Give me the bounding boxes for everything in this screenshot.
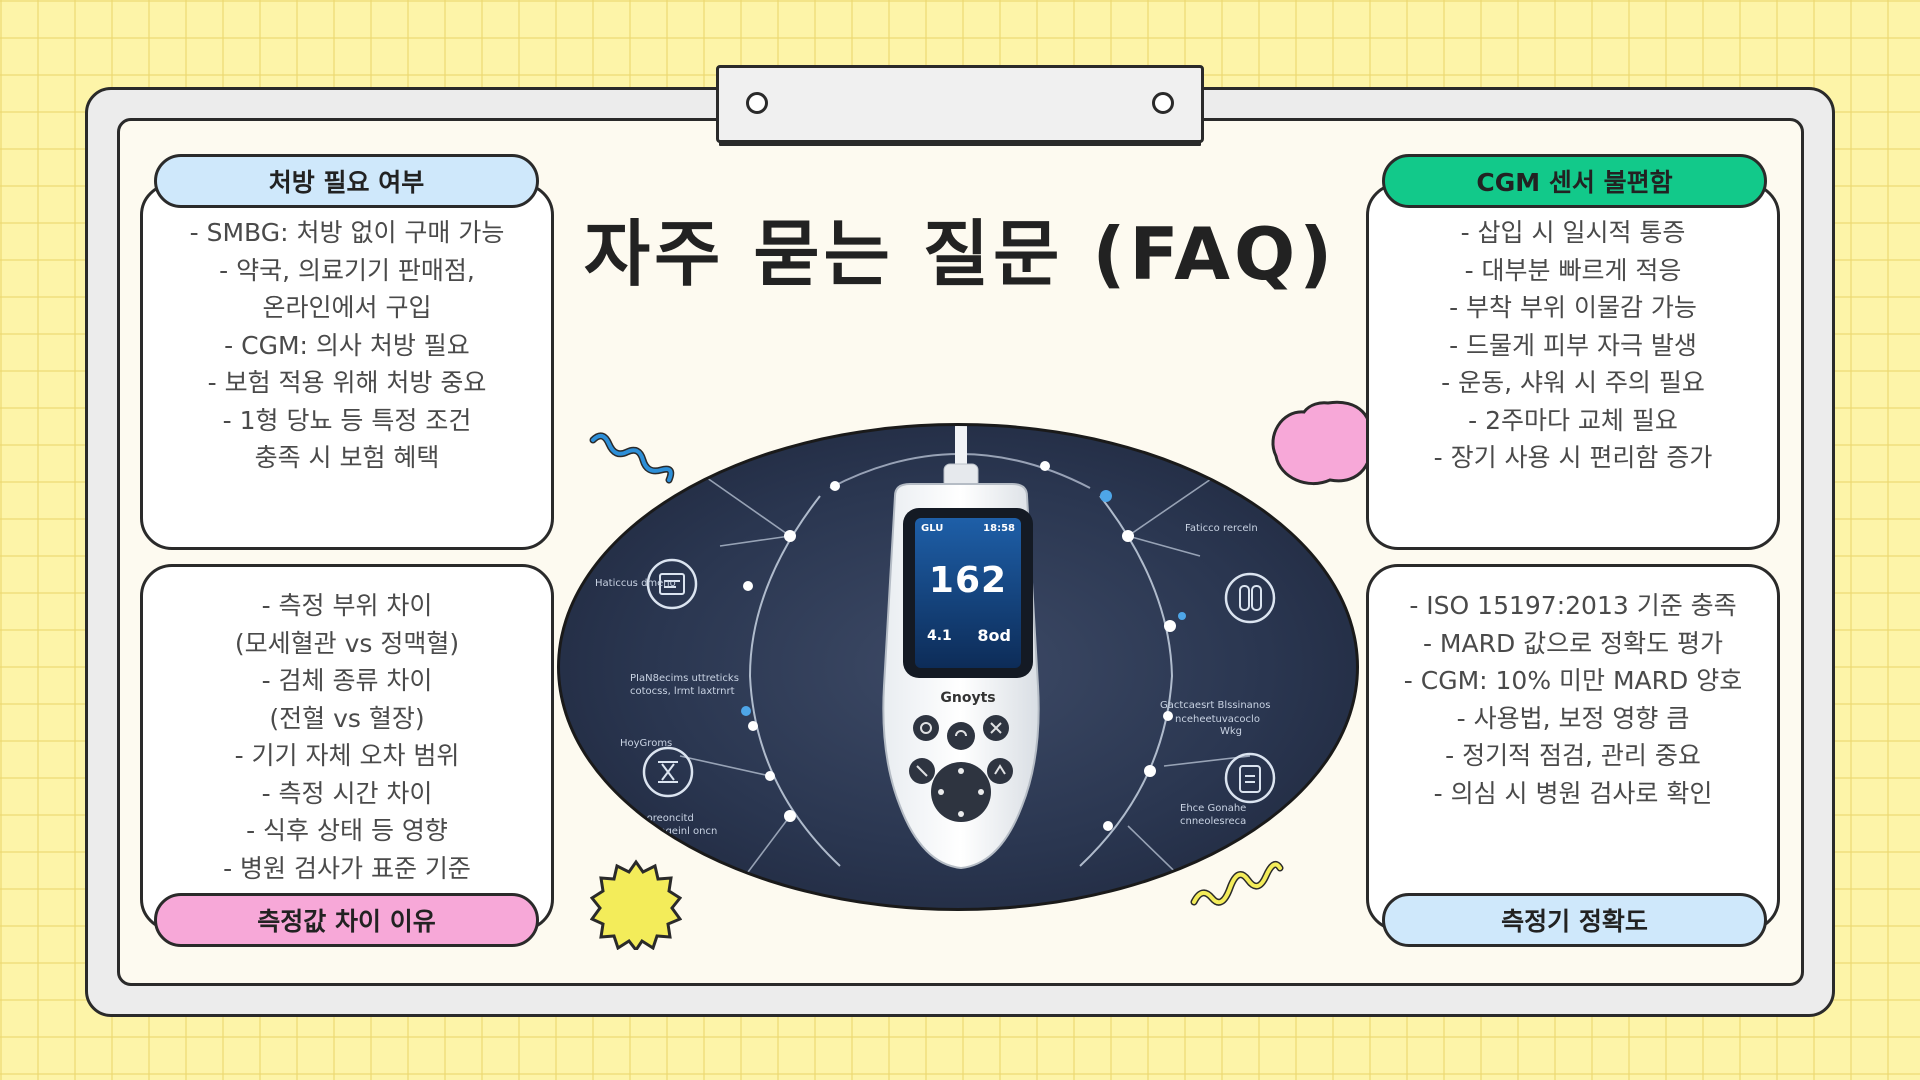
measurement-difference-lines: - 측정 부위 차이 (모세혈관 vs 정맥혈) - 검체 종류 차이 (전혈 … xyxy=(143,587,551,887)
list-item: - 부착 부위 이물감 가능 xyxy=(1449,293,1697,322)
list-item: - 1형 당뇨 등 특정 조건 xyxy=(222,405,472,435)
list-item: - CGM: 의사 처방 필요 xyxy=(224,330,470,360)
prescription-lines: - SMBG: 처방 없이 구매 가능 - 약국, 의료기기 판매점, 온라인에… xyxy=(143,214,551,477)
svg-text:Gactcaesrt Blssinanos: Gactcaesrt Blssinanos xyxy=(1160,700,1270,711)
svg-text:Ehce Gonahe: Ehce Gonahe xyxy=(1180,803,1246,814)
svg-text:Haticcus dmeno: Haticcus dmeno xyxy=(595,578,676,589)
card-header-measurement-difference: 측정값 차이 이유 xyxy=(154,893,539,947)
card-header-accuracy: 측정기 정확도 xyxy=(1382,893,1767,947)
list-item: - 드물게 피부 자극 발생 xyxy=(1449,330,1697,360)
list-item: - 검체 종류 차이 xyxy=(261,666,433,695)
screen-label-right: 18:58 xyxy=(983,523,1015,534)
list-item: - 삽입 시 일시적 통증 xyxy=(1460,218,1686,247)
list-item: (전혈 vs 혈장) xyxy=(269,703,425,733)
card-measurement-difference: - 측정 부위 차이 (모세혈관 vs 정맥혈) - 검체 종류 차이 (전혈 … xyxy=(140,564,554,931)
list-item: - CGM: 10% 미만 MARD 양호 xyxy=(1403,666,1743,695)
list-item: - 기기 자체 오차 범위 xyxy=(234,741,460,770)
screen-label-left: GLU xyxy=(921,523,944,534)
svg-text:Wkg: Wkg xyxy=(1220,726,1242,737)
cgm-discomfort-lines: - 삽입 시 일시적 통증 - 대부분 빠르게 적응 - 부착 부위 이물감 가… xyxy=(1369,214,1777,477)
card-prescription: - SMBG: 처방 없이 구매 가능 - 약국, 의료기기 판매점, 온라인에… xyxy=(140,183,554,550)
screen-bottom-right-value: 8od xyxy=(977,626,1011,645)
list-item: 충족 시 보험 혜택 xyxy=(254,443,440,472)
svg-text:PIaN8ecims uttreticks: PIaN8ecims uttreticks xyxy=(630,673,739,684)
card-accuracy: - ISO 15197:2013 기준 충족 - MARD 값으로 정확도 평가… xyxy=(1366,564,1780,931)
svg-text:cnneolesreca: cnneolesreca xyxy=(1180,816,1246,827)
list-item: - 보험 적용 위해 처방 중요 xyxy=(207,368,487,397)
list-item: (모세혈관 vs 정맥혈) xyxy=(234,628,460,658)
list-item: 온라인에서 구입 xyxy=(262,293,432,322)
list-item: - 대부분 빠르게 적응 xyxy=(1464,255,1682,285)
page-title: 자주 묻는 질문 (FAQ) xyxy=(583,212,1337,296)
card-header-prescription: 처방 필요 여부 xyxy=(154,154,539,208)
screen-bottom-left-value: 4.1 xyxy=(927,628,952,644)
list-item: - 사용법, 보정 영향 큼 xyxy=(1456,703,1690,733)
list-item: - 측정 시간 차이 xyxy=(261,778,433,808)
glucose-reading: 162 xyxy=(928,560,1008,601)
yellow-squiggle-decoration xyxy=(1190,860,1284,906)
list-item: - 정기적 점검, 관리 중요 xyxy=(1445,741,1701,770)
svg-text:inmntngeinl oncn: inmntngeinl oncn xyxy=(630,826,717,837)
list-item: - 약국, 의료기기 판매점, xyxy=(219,255,475,285)
list-item: - 2주마다 교체 필요 xyxy=(1468,405,1678,435)
meter-brand: Gnoyts xyxy=(940,690,996,706)
list-item: - 운동, 샤워 시 주의 필요 xyxy=(1441,368,1705,397)
clip-hole-right xyxy=(1152,92,1174,114)
clipboard-clip xyxy=(716,65,1204,143)
list-item: - 병원 검사가 표준 기준 xyxy=(223,853,471,883)
meter-screen: GLU 18:58 162 4.1 8od xyxy=(917,520,1019,666)
card-cgm-discomfort: - 삽입 시 일시적 통증 - 대부분 빠르게 적응 - 부착 부위 이물감 가… xyxy=(1366,183,1780,550)
svg-text:Nche oreoncitd: Nche oreoncitd xyxy=(618,813,694,824)
card-header-cgm-discomfort: CGM 센서 불편함 xyxy=(1382,154,1767,208)
svg-text:Faticco rerceln: Faticco rerceln xyxy=(1185,523,1258,534)
pink-blob-decoration xyxy=(1271,400,1372,486)
list-item: - 의심 시 병원 검사로 확인 xyxy=(1433,778,1713,808)
list-item: - 장기 사용 시 편리함 증가 xyxy=(1433,443,1713,472)
list-item: - 측정 부위 차이 xyxy=(261,591,433,620)
yellow-starburst-decoration xyxy=(590,859,682,950)
svg-text:HoyGroms: HoyGroms xyxy=(620,738,672,749)
svg-text:nceheetuvacoclo: nceheetuvacoclo xyxy=(1175,714,1260,725)
accuracy-lines: - ISO 15197:2013 기준 충족 - MARD 값으로 정확도 평가… xyxy=(1369,587,1777,812)
list-item: - SMBG: 처방 없이 구매 가능 xyxy=(189,218,505,247)
list-item: - MARD 값으로 정확도 평가 xyxy=(1422,628,1724,658)
svg-text:cotocss, lrmt laxtrnrt: cotocss, lrmt laxtrnrt xyxy=(630,686,735,697)
list-item: - 식후 상태 등 영향 xyxy=(246,816,448,845)
blue-squiggle-decoration xyxy=(589,432,675,484)
clip-hole-left xyxy=(746,92,768,114)
list-item: - ISO 15197:2013 기준 충족 xyxy=(1409,591,1737,620)
